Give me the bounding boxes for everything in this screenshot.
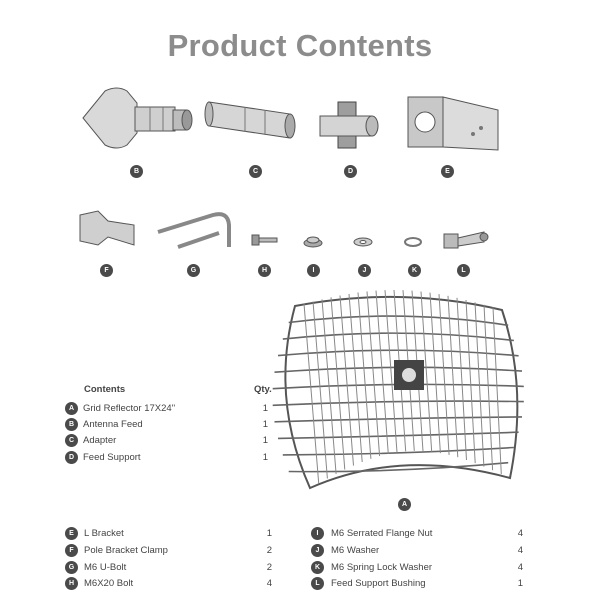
flange-nut-image [303, 234, 323, 248]
list-badge-i: I [311, 527, 324, 540]
item-name-pole-bracket-clamp: Pole Bracket Clamp [84, 545, 168, 556]
u-bolt-image [153, 207, 238, 255]
bushing-image [440, 228, 492, 252]
item-name-m6-washer: M6 Washer [331, 545, 380, 556]
washer-image [353, 236, 373, 248]
item-qty-m6-spring-lock-washer: 4 [517, 562, 523, 573]
badge-f: F [100, 264, 113, 277]
list-badge-j: J [311, 544, 324, 557]
list-badge-f: F [65, 544, 78, 557]
bolt-image [250, 232, 280, 248]
list-badge-l: L [311, 577, 324, 590]
item-name-m6-u-bolt: M6 U-Bolt [84, 562, 127, 573]
badge-c: C [249, 165, 262, 178]
badge-e: E [441, 165, 454, 178]
item-name-l-bracket: L Bracket [84, 528, 124, 539]
item-name-adapter: Adapter [83, 435, 117, 446]
badge-a: A [398, 498, 411, 511]
feed-support-image [318, 98, 388, 153]
list-badge-h: H [65, 577, 78, 590]
item-name-m6-serrated-flange-nut: M6 Serrated Flange Nut [331, 528, 433, 539]
badge-g: G [187, 264, 200, 277]
badge-l: L [457, 264, 470, 277]
badge-h: H [258, 264, 271, 277]
item-name-feed-support-bushing: Feed Support Bushing [331, 578, 426, 589]
badge-j: J [358, 264, 371, 277]
pole-bracket-clamp-image [78, 207, 138, 249]
list-badge-b: B [65, 418, 78, 431]
item-qty-m6-serrated-flange-nut: 4 [517, 528, 523, 539]
list-badge-k: K [311, 561, 324, 574]
item-qty-feed-support: 1 [262, 452, 268, 463]
adapter-image [204, 92, 300, 142]
spring-lock-washer-image [403, 236, 423, 248]
item-qty-m6-u-bolt: 2 [266, 562, 272, 573]
item-qty-pole-bracket-clamp: 2 [266, 545, 272, 556]
badge-k: K [408, 264, 421, 277]
item-qty-antenna-feed: 1 [262, 419, 268, 430]
list-badge-d: D [65, 451, 78, 464]
item-name-m6-spring-lock-washer: M6 Spring Lock Washer [331, 562, 433, 573]
list-badge-a: A [65, 402, 78, 415]
item-name-antenna-feed: Antenna Feed [83, 419, 143, 430]
item-qty-adapter: 1 [262, 435, 268, 446]
l-bracket-image [403, 92, 503, 157]
item-qty-feed-support-bushing: 1 [517, 578, 523, 589]
grid-reflector-image [270, 288, 530, 493]
item-qty-l-bracket: 1 [266, 528, 272, 539]
item-qty-m6x20-bolt: 4 [266, 578, 272, 589]
contents-header: Contents [84, 384, 126, 395]
badge-d: D [344, 165, 357, 178]
badge-i: I [307, 264, 320, 277]
antenna-feed-image [75, 83, 200, 153]
item-name-grid-reflector-17x24: Grid Reflector 17X24" [83, 403, 176, 414]
page-title: Product Contents [167, 28, 433, 63]
item-name-m6x20-bolt: M6X20 Bolt [84, 578, 134, 589]
badge-b: B [130, 165, 143, 178]
item-name-feed-support: Feed Support [83, 452, 141, 463]
list-badge-c: C [65, 434, 78, 447]
qty-header: Qty. [254, 384, 272, 395]
list-badge-g: G [65, 561, 78, 574]
list-badge-e: E [65, 527, 78, 540]
item-qty-m6-washer: 4 [517, 545, 523, 556]
item-qty-grid-reflector-17x24: 1 [262, 403, 268, 414]
